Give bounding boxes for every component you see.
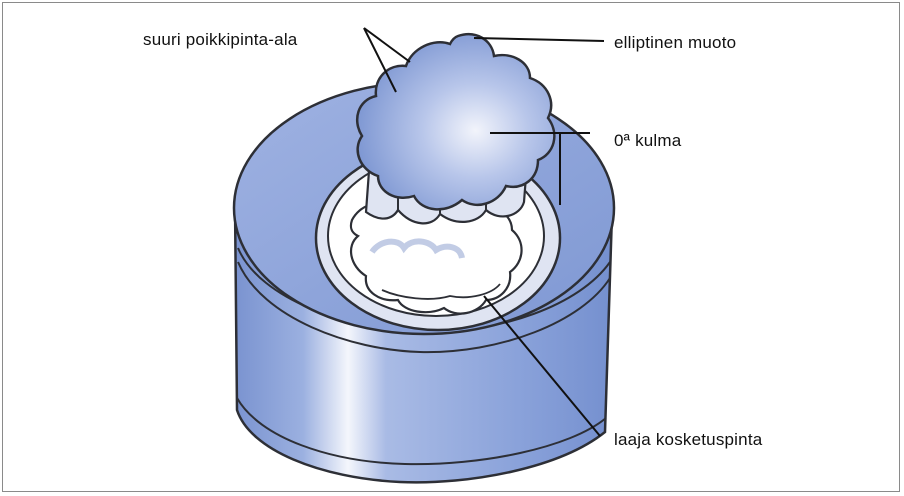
label-large-cross-section: suuri poikkipinta-ala (143, 30, 297, 50)
label-elliptical-shape: elliptinen muoto (614, 33, 736, 53)
label-zero-angle: 0ª kulma (614, 131, 681, 151)
leader-elliptical (474, 38, 604, 41)
label-wide-contact-surface: laaja kosketuspinta (614, 430, 762, 450)
leader-cross-section-a (364, 28, 410, 62)
driver-bit-star-top (357, 34, 554, 209)
